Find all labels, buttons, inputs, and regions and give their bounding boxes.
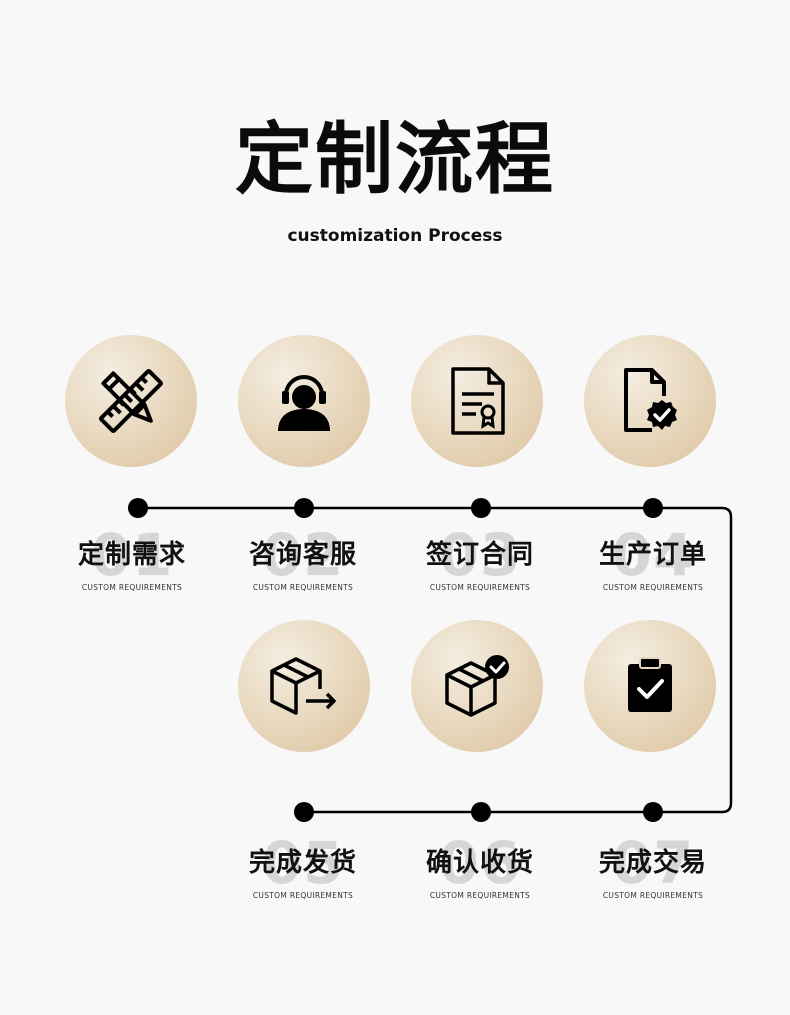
step-label: 完成发货 (248, 848, 357, 878)
step-2-circle (238, 335, 370, 467)
step-label: 生产订单 (598, 540, 707, 570)
step-2-dot (294, 498, 314, 518)
step-number: 01 (90, 521, 174, 589)
step-5-circle (238, 620, 370, 752)
step-7: 07 完成交易 CUSTOM REQUIREMENTS (568, 834, 738, 901)
contract-document-icon (451, 367, 505, 435)
step-english-label: CUSTOM REQUIREMENTS (429, 583, 531, 593)
headset-user-icon (278, 375, 330, 431)
step-7-dot (643, 802, 663, 822)
box-check-icon (445, 655, 509, 717)
step-label: 签订合同 (425, 540, 534, 570)
step-label: 确认收货 (425, 848, 534, 878)
step-6: 06 确认收货 CUSTOM REQUIREMENTS (395, 834, 565, 901)
step-3-circle (411, 335, 543, 467)
step-4: 04 生产订单 CUSTOM REQUIREMENTS (568, 526, 738, 593)
step-6-dot (471, 802, 491, 822)
clipboard-check-icon (628, 657, 672, 712)
step-english-label: CUSTOM REQUIREMENTS (429, 891, 531, 901)
step-2: 02 咨询客服 CUSTOM REQUIREMENTS (218, 526, 388, 593)
step-6-circle (411, 620, 543, 752)
step-english-label: CUSTOM REQUIREMENTS (252, 583, 354, 593)
step-number: 02 (261, 521, 345, 589)
step-3: 03 签订合同 CUSTOM REQUIREMENTS (395, 526, 565, 593)
page-title: 定制流程 (234, 115, 555, 205)
step-5: 05 完成发货 CUSTOM REQUIREMENTS (218, 834, 388, 901)
step-number: 03 (438, 521, 522, 589)
step-number: 07 (611, 829, 695, 897)
page-subtitle: customization Process (287, 226, 503, 246)
step-number: 05 (261, 829, 345, 897)
step-label: 咨询客服 (248, 540, 357, 570)
step-1: 01 定制需求 CUSTOM REQUIREMENTS (47, 526, 217, 593)
document-check-icon (624, 368, 677, 432)
step-english-label: CUSTOM REQUIREMENTS (602, 891, 704, 901)
step-3-dot (471, 498, 491, 518)
step-1-dot (128, 498, 148, 518)
step-7-circle (584, 620, 716, 752)
step-4-dot (643, 498, 663, 518)
ruler-pencil-icon (99, 369, 163, 433)
step-label: 定制需求 (77, 540, 186, 570)
step-5-dot (294, 802, 314, 822)
step-number: 06 (438, 829, 522, 897)
step-number: 04 (611, 521, 695, 589)
box-shipping-icon (270, 657, 336, 715)
step-1-circle (65, 335, 197, 467)
step-english-label: CUSTOM REQUIREMENTS (81, 583, 183, 593)
step-4-circle (584, 335, 716, 467)
step-label: 完成交易 (598, 848, 707, 878)
step-english-label: CUSTOM REQUIREMENTS (602, 583, 704, 593)
step-english-label: CUSTOM REQUIREMENTS (252, 891, 354, 901)
